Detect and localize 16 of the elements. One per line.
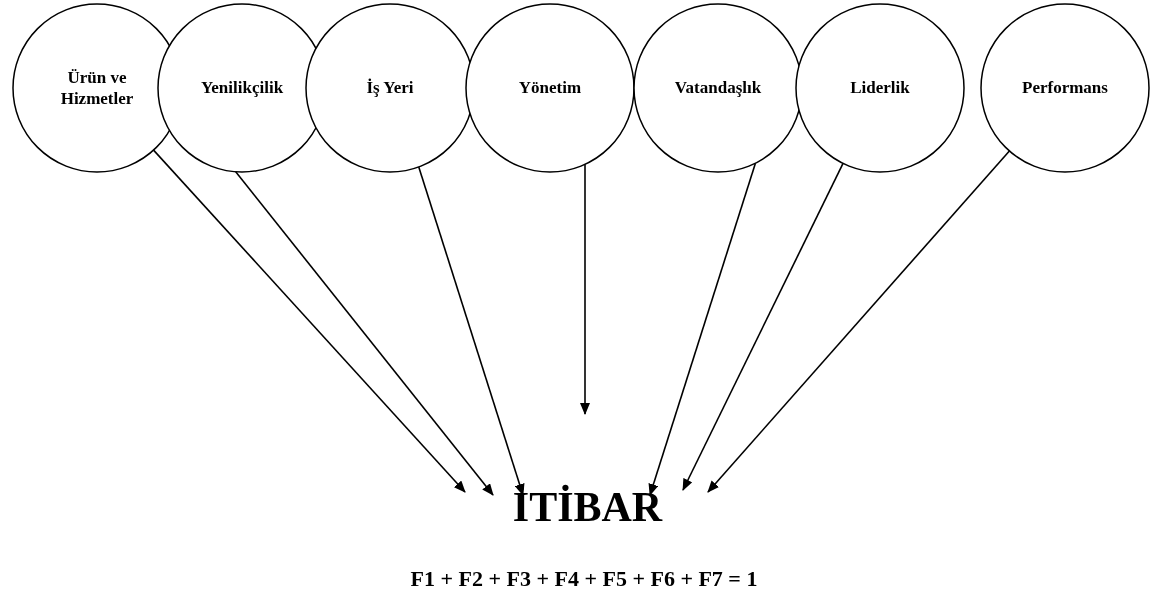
factor-label: Performans bbox=[1021, 77, 1109, 99]
arrow bbox=[152, 149, 466, 493]
factor-label: Yenilikçilik bbox=[199, 77, 285, 99]
arrow bbox=[580, 163, 590, 415]
factor-label: İş Yeri bbox=[365, 77, 415, 99]
result-label: İTİBAR bbox=[512, 486, 663, 528]
factor-label: Ürün ve Hizmetler bbox=[59, 66, 135, 110]
arrow bbox=[234, 170, 494, 496]
arrow bbox=[648, 162, 757, 496]
factor-label: Yönetim bbox=[517, 77, 583, 99]
factor-label: Vatandaşlık bbox=[673, 77, 763, 99]
factor-label: Liderlik bbox=[849, 77, 911, 99]
formula-text: F1 + F2 + F3 + F4 + F5 + F6 + F7 = 1 bbox=[410, 565, 758, 593]
arrow bbox=[707, 150, 1011, 493]
arrow bbox=[417, 166, 525, 496]
arrow bbox=[682, 162, 844, 491]
